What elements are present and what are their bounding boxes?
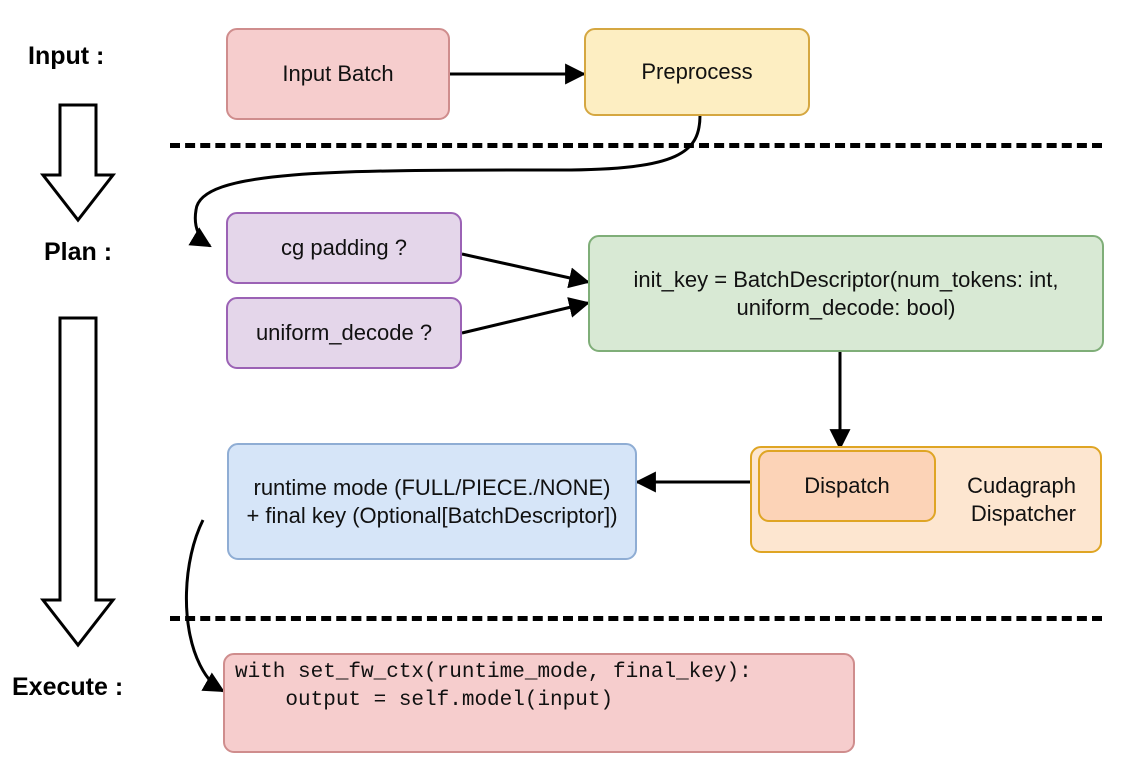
node-preprocess-label: Preprocess	[641, 59, 753, 85]
stage-label-plan: Plan :	[44, 238, 113, 266]
edge-runtime-mode-to-execute-code	[184, 519, 225, 693]
node-execute-code[interactable]: with set_fw_ctx(runtime_mode, final_key)…	[223, 653, 855, 753]
node-runtime-mode-line-1: runtime mode (FULL/PIECE./NONE)	[253, 475, 611, 500]
node-init-key-line-1: init_key = BatchDescriptor(num_tokens: i…	[633, 267, 1059, 292]
node-preprocess[interactable]: Preprocess	[584, 28, 810, 116]
node-execute-code-line-1: with set_fw_ctx(runtime_mode, final_key)…	[235, 661, 752, 684]
node-cudagraph-dispatcher-line-1: Cudagraph	[967, 473, 1076, 498]
node-init-key-line-2: uniform_decode: bool)	[736, 294, 956, 320]
node-cg-padding-label: cg padding ?	[281, 235, 407, 261]
node-execute-code-line-2: output = self.model(input)	[235, 689, 614, 713]
stage-arrow-plan-to-execute	[39, 316, 117, 648]
node-init-key[interactable]: init_key = BatchDescriptor(num_tokens: i…	[588, 235, 1104, 352]
edge-cg-padding-to-init-key	[461, 252, 591, 289]
stage-label-execute: Execute :	[12, 673, 124, 701]
node-runtime-mode-line-2: + final key (Optional[BatchDescriptor])	[246, 502, 618, 528]
node-runtime-mode[interactable]: runtime mode (FULL/PIECE./NONE) + final …	[227, 443, 637, 560]
node-cudagraph-dispatcher-line-2: Dispatcher	[970, 500, 1076, 526]
node-input-batch[interactable]: Input Batch	[226, 28, 450, 120]
node-uniform-decode-label: uniform_decode ?	[255, 320, 433, 346]
input-plan-divider	[170, 143, 1102, 148]
stage-arrow-input-to-plan	[39, 103, 117, 223]
node-input-batch-label: Input Batch	[282, 61, 394, 87]
node-cg-padding[interactable]: cg padding ?	[226, 212, 462, 284]
node-uniform-decode[interactable]: uniform_decode ?	[226, 297, 462, 369]
stage-label-input: Input :	[28, 42, 105, 70]
node-dispatch-label: Dispatch	[804, 473, 890, 499]
edge-uniform-decode-to-init-key	[461, 297, 591, 335]
plan-execute-divider	[170, 616, 1102, 621]
node-dispatch[interactable]: Dispatch	[758, 450, 936, 522]
